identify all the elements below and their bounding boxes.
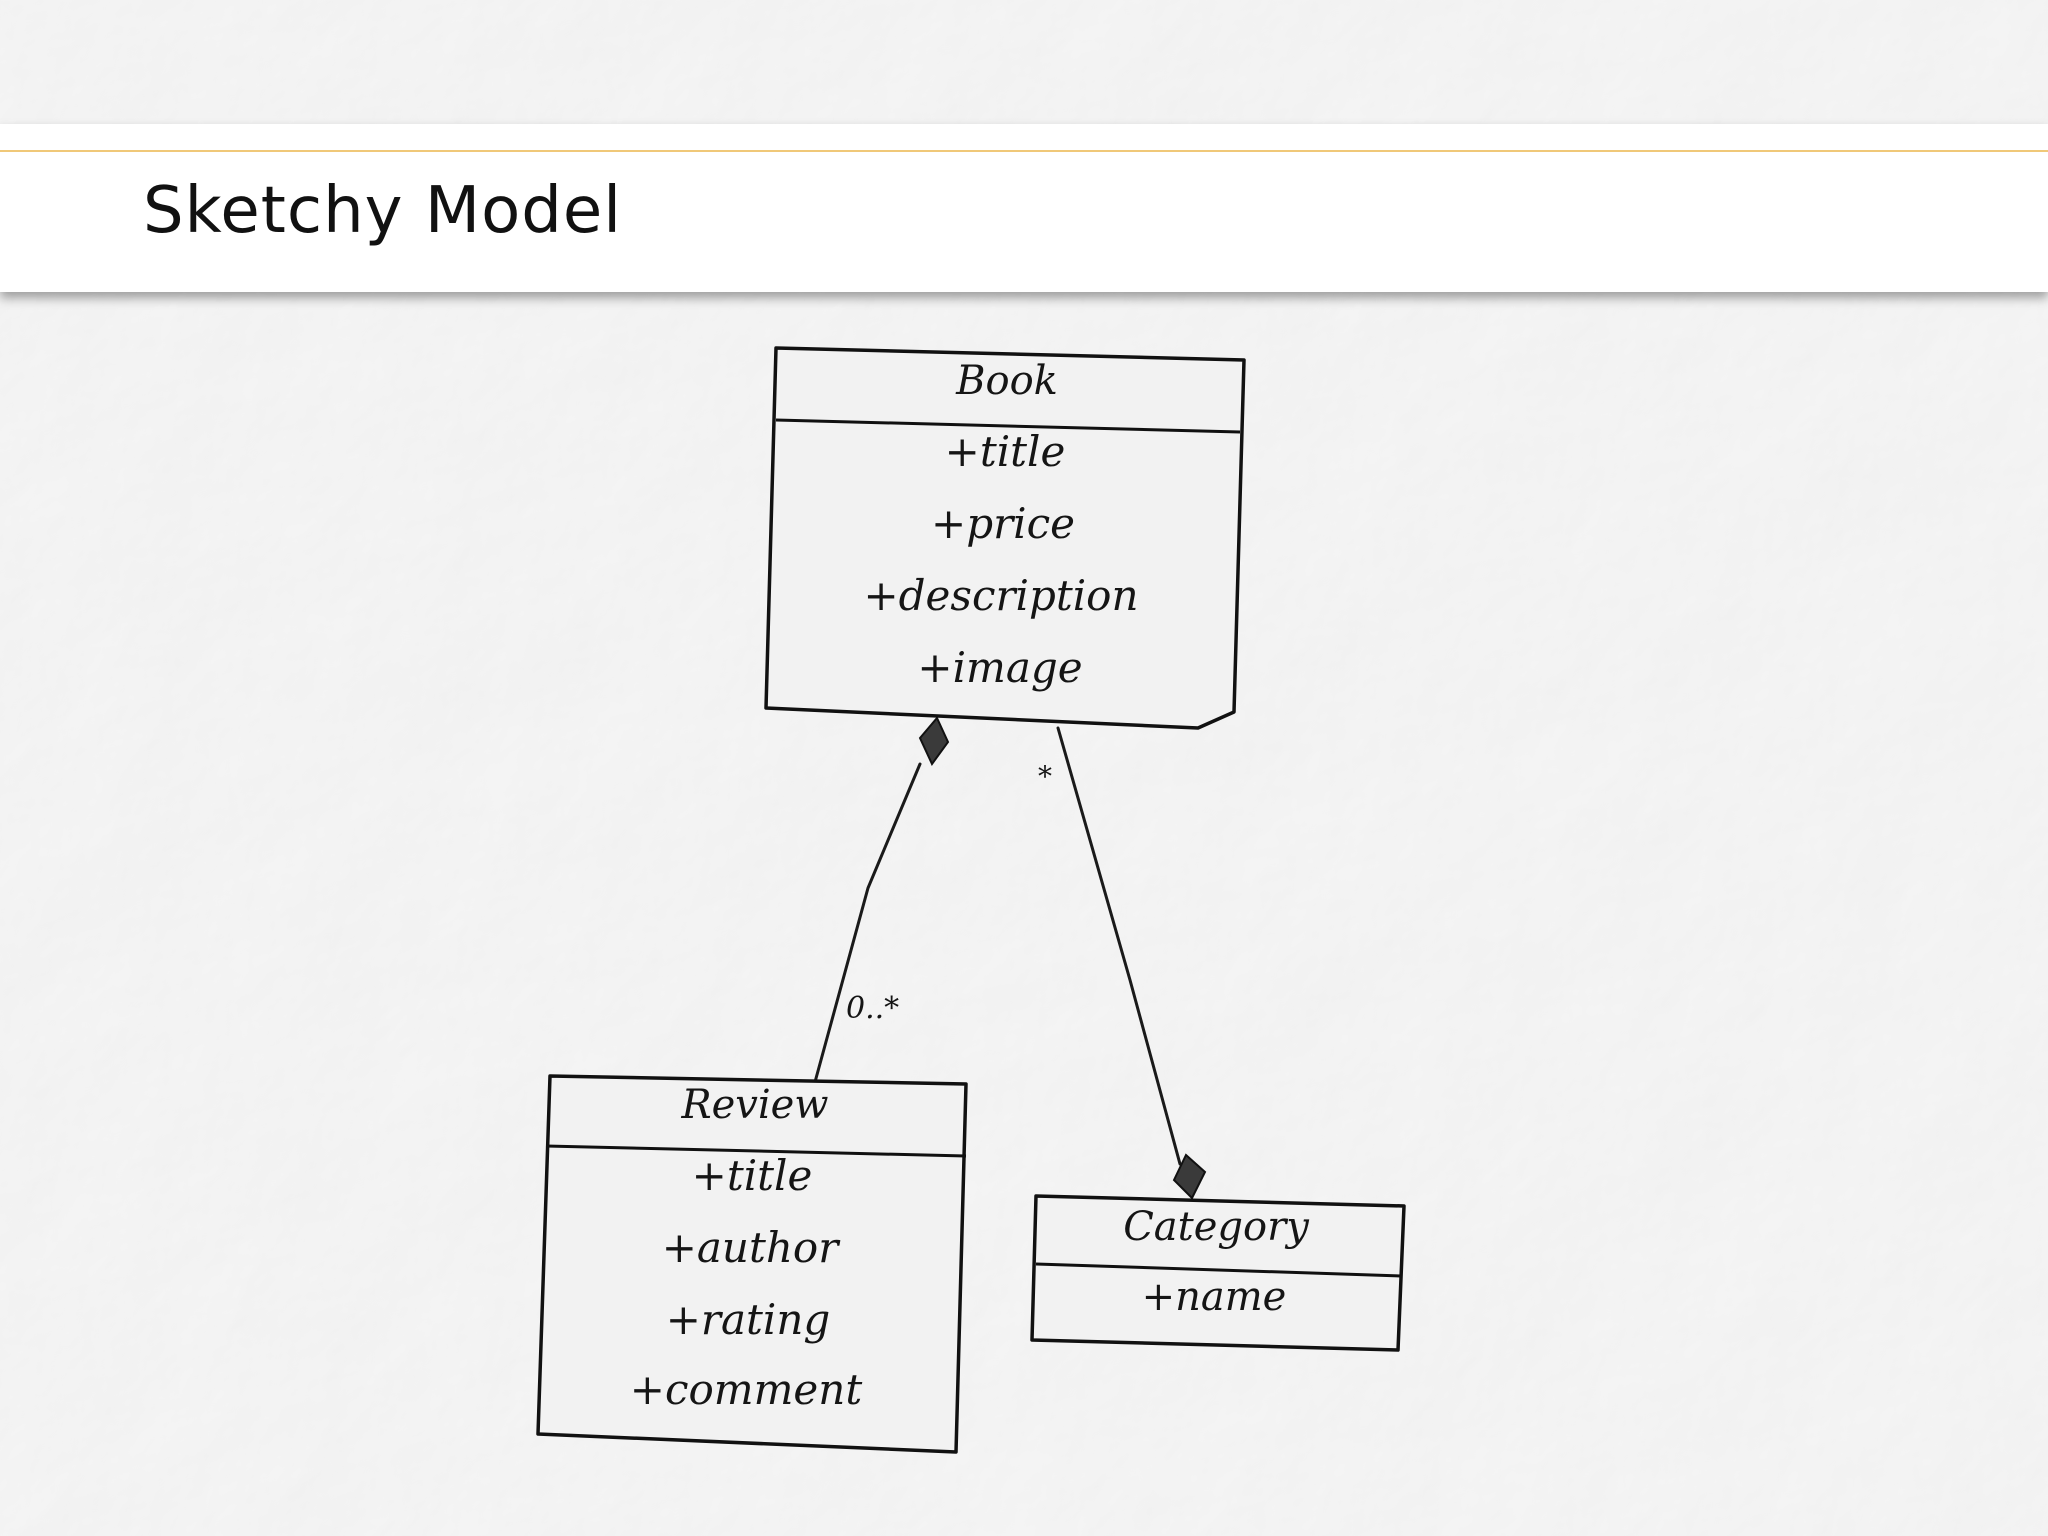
class-category-name: Category [1123,1204,1310,1250]
class-review-name: Review [680,1082,828,1128]
book-category-association-line [1056,726,1182,1166]
class-book: Book +title +price +description +image [764,346,1246,730]
class-category-box [1030,1194,1406,1352]
category-composition-diamond [1172,1153,1207,1200]
book-composition-diamond [918,716,950,766]
class-book-attribute: +price [931,499,1075,548]
slide-title: Sketchy Model [143,174,622,248]
class-review: Review +title +author +rating +comment [536,1074,968,1454]
class-book-name: Book [955,358,1058,404]
class-category-attribute: +name [1142,1274,1287,1320]
book-review-association-line [813,762,922,1084]
class-review-attribute: +title [692,1151,813,1200]
class-category: Category +name [1030,1194,1406,1352]
class-review-attribute: +rating [666,1295,831,1344]
class-book-attribute: +description [863,571,1138,620]
title-accent-rule [0,150,2048,152]
class-review-attribute: +author [662,1223,841,1272]
class-review-divider [545,1144,967,1158]
class-book-divider [775,418,1241,434]
class-review-attribute: +comment [630,1365,863,1414]
title-bar: Sketchy Model [0,124,2048,292]
class-book-box [764,346,1246,730]
class-category-divider [1035,1262,1403,1278]
class-review-box [536,1074,968,1454]
review-multiplicity-label: 0..* [846,991,899,1026]
class-book-attribute: +title [945,427,1066,476]
category-multiplicity-label: * [1038,760,1052,793]
class-book-attribute: +image [917,643,1082,692]
